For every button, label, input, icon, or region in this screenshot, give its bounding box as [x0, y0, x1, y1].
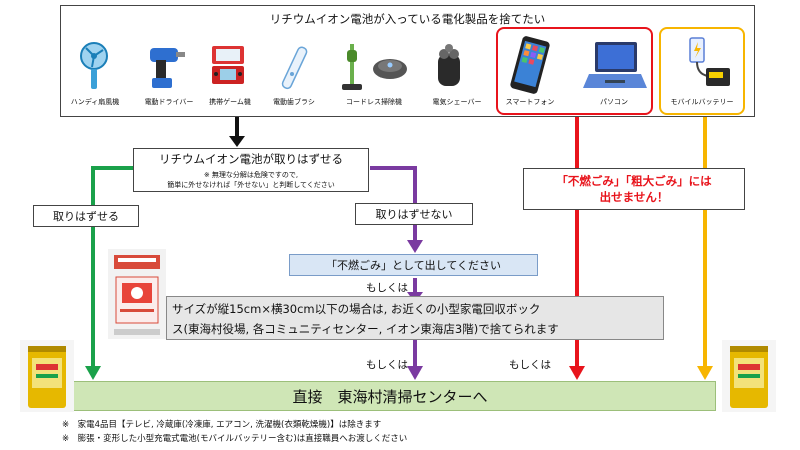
arrowhead-red — [569, 366, 585, 380]
question-main: リチウムイオン電池が取りはずせる — [159, 152, 343, 166]
product-label-shaver: 電気シェーバー — [432, 98, 482, 106]
recycle-line-1: サイズが縦15cm×横30cm以下の場合は, お近くの小型家電回収ボック — [172, 302, 541, 316]
robot-vacuum-icon — [373, 59, 407, 79]
product-label-laptop: パソコン — [600, 98, 628, 106]
product-label-mobile-battery: モバイルバッテリー — [670, 98, 734, 106]
removable-label: 取りはずせる — [33, 205, 139, 227]
warning-box: 「不燃ごみ」「粗大ごみ」には 出せません！ — [523, 168, 745, 210]
arrow-green — [91, 166, 135, 368]
nonburnable-box: 「不燃ごみ」として出してください — [289, 254, 538, 276]
small-appliance-recycle-box: サイズが縦15cm×横30cm以下の場合は, お近くの小型家電回収ボック ス(東… — [166, 296, 664, 340]
electric-shaver-icon — [438, 44, 460, 86]
product-label-vacuum: コードレス掃除機 — [346, 98, 402, 106]
arrowhead-orange — [697, 366, 713, 380]
collection-box-photo — [108, 249, 166, 339]
or-label-3: もしくは — [509, 359, 551, 371]
mobile-battery-icon — [689, 37, 730, 86]
product-label-game: 携帯ゲーム機 — [209, 98, 251, 106]
destination-banner: 直接 東海村清掃センターへ — [64, 381, 716, 411]
electric-toothbrush-icon — [281, 46, 308, 90]
product-label-driver: 電動ドライバー — [144, 98, 194, 106]
mobile-battery-highlight — [659, 27, 745, 115]
product-label-toothbrush: 電動歯ブラシ — [273, 98, 315, 106]
product-label-smartphone: スマートフォン — [505, 98, 555, 106]
or-label-2: もしくは — [366, 359, 408, 371]
question-note-1: ※ 無理な分解は危険ですので, — [203, 171, 299, 179]
cordless-vacuum-icon — [342, 44, 362, 90]
arrowhead-black — [229, 136, 245, 147]
not-removable-label: 取りはずせない — [355, 203, 473, 225]
battery-can-photo-left — [20, 340, 74, 412]
arrowhead-purple-1 — [407, 240, 423, 253]
warning-line-2: 出せません！ — [599, 190, 669, 204]
question-note-2: 簡単に外せなければ「外せない」と判断してください — [167, 181, 335, 189]
warning-line-1: 「不燃ごみ」「粗大ごみ」には — [556, 174, 712, 188]
handy-fan-icon — [80, 42, 108, 89]
electric-driver-icon — [150, 48, 185, 88]
battery-can-photo-right — [722, 340, 776, 412]
footnote-1: ※ 家電4品目【テレビ, 冷蔵庫(冷凍庫, エアコン, 洗濯機(衣類乾燥機)】は… — [62, 420, 382, 430]
smartphone-laptop-highlight — [496, 27, 653, 115]
question-box: リチウムイオン電池が取りはずせる ※ 無理な分解は危険ですので, 簡単に外せなけ… — [133, 148, 369, 192]
or-label-1: もしくは — [366, 282, 408, 294]
laptop-icon — [583, 42, 647, 88]
recycle-line-2: ス(東海村役場, 各コミュニティセンター, イオン東海店3階)で捨てられます — [172, 322, 559, 336]
portable-game-icon — [212, 46, 244, 84]
product-label-handy-fan: ハンディ扇風機 — [70, 98, 120, 106]
arrowhead-green — [85, 366, 101, 380]
arrowhead-purple-3 — [407, 366, 423, 380]
page-title: リチウムイオン電池が入っている電化製品を捨てたい — [269, 12, 546, 26]
footnote-2: ※ 膨張・変形した小型充電式電池(モバイルバッテリー含む)は直接職員へお渡しくだ… — [62, 434, 408, 444]
smartphone-icon — [510, 36, 550, 94]
